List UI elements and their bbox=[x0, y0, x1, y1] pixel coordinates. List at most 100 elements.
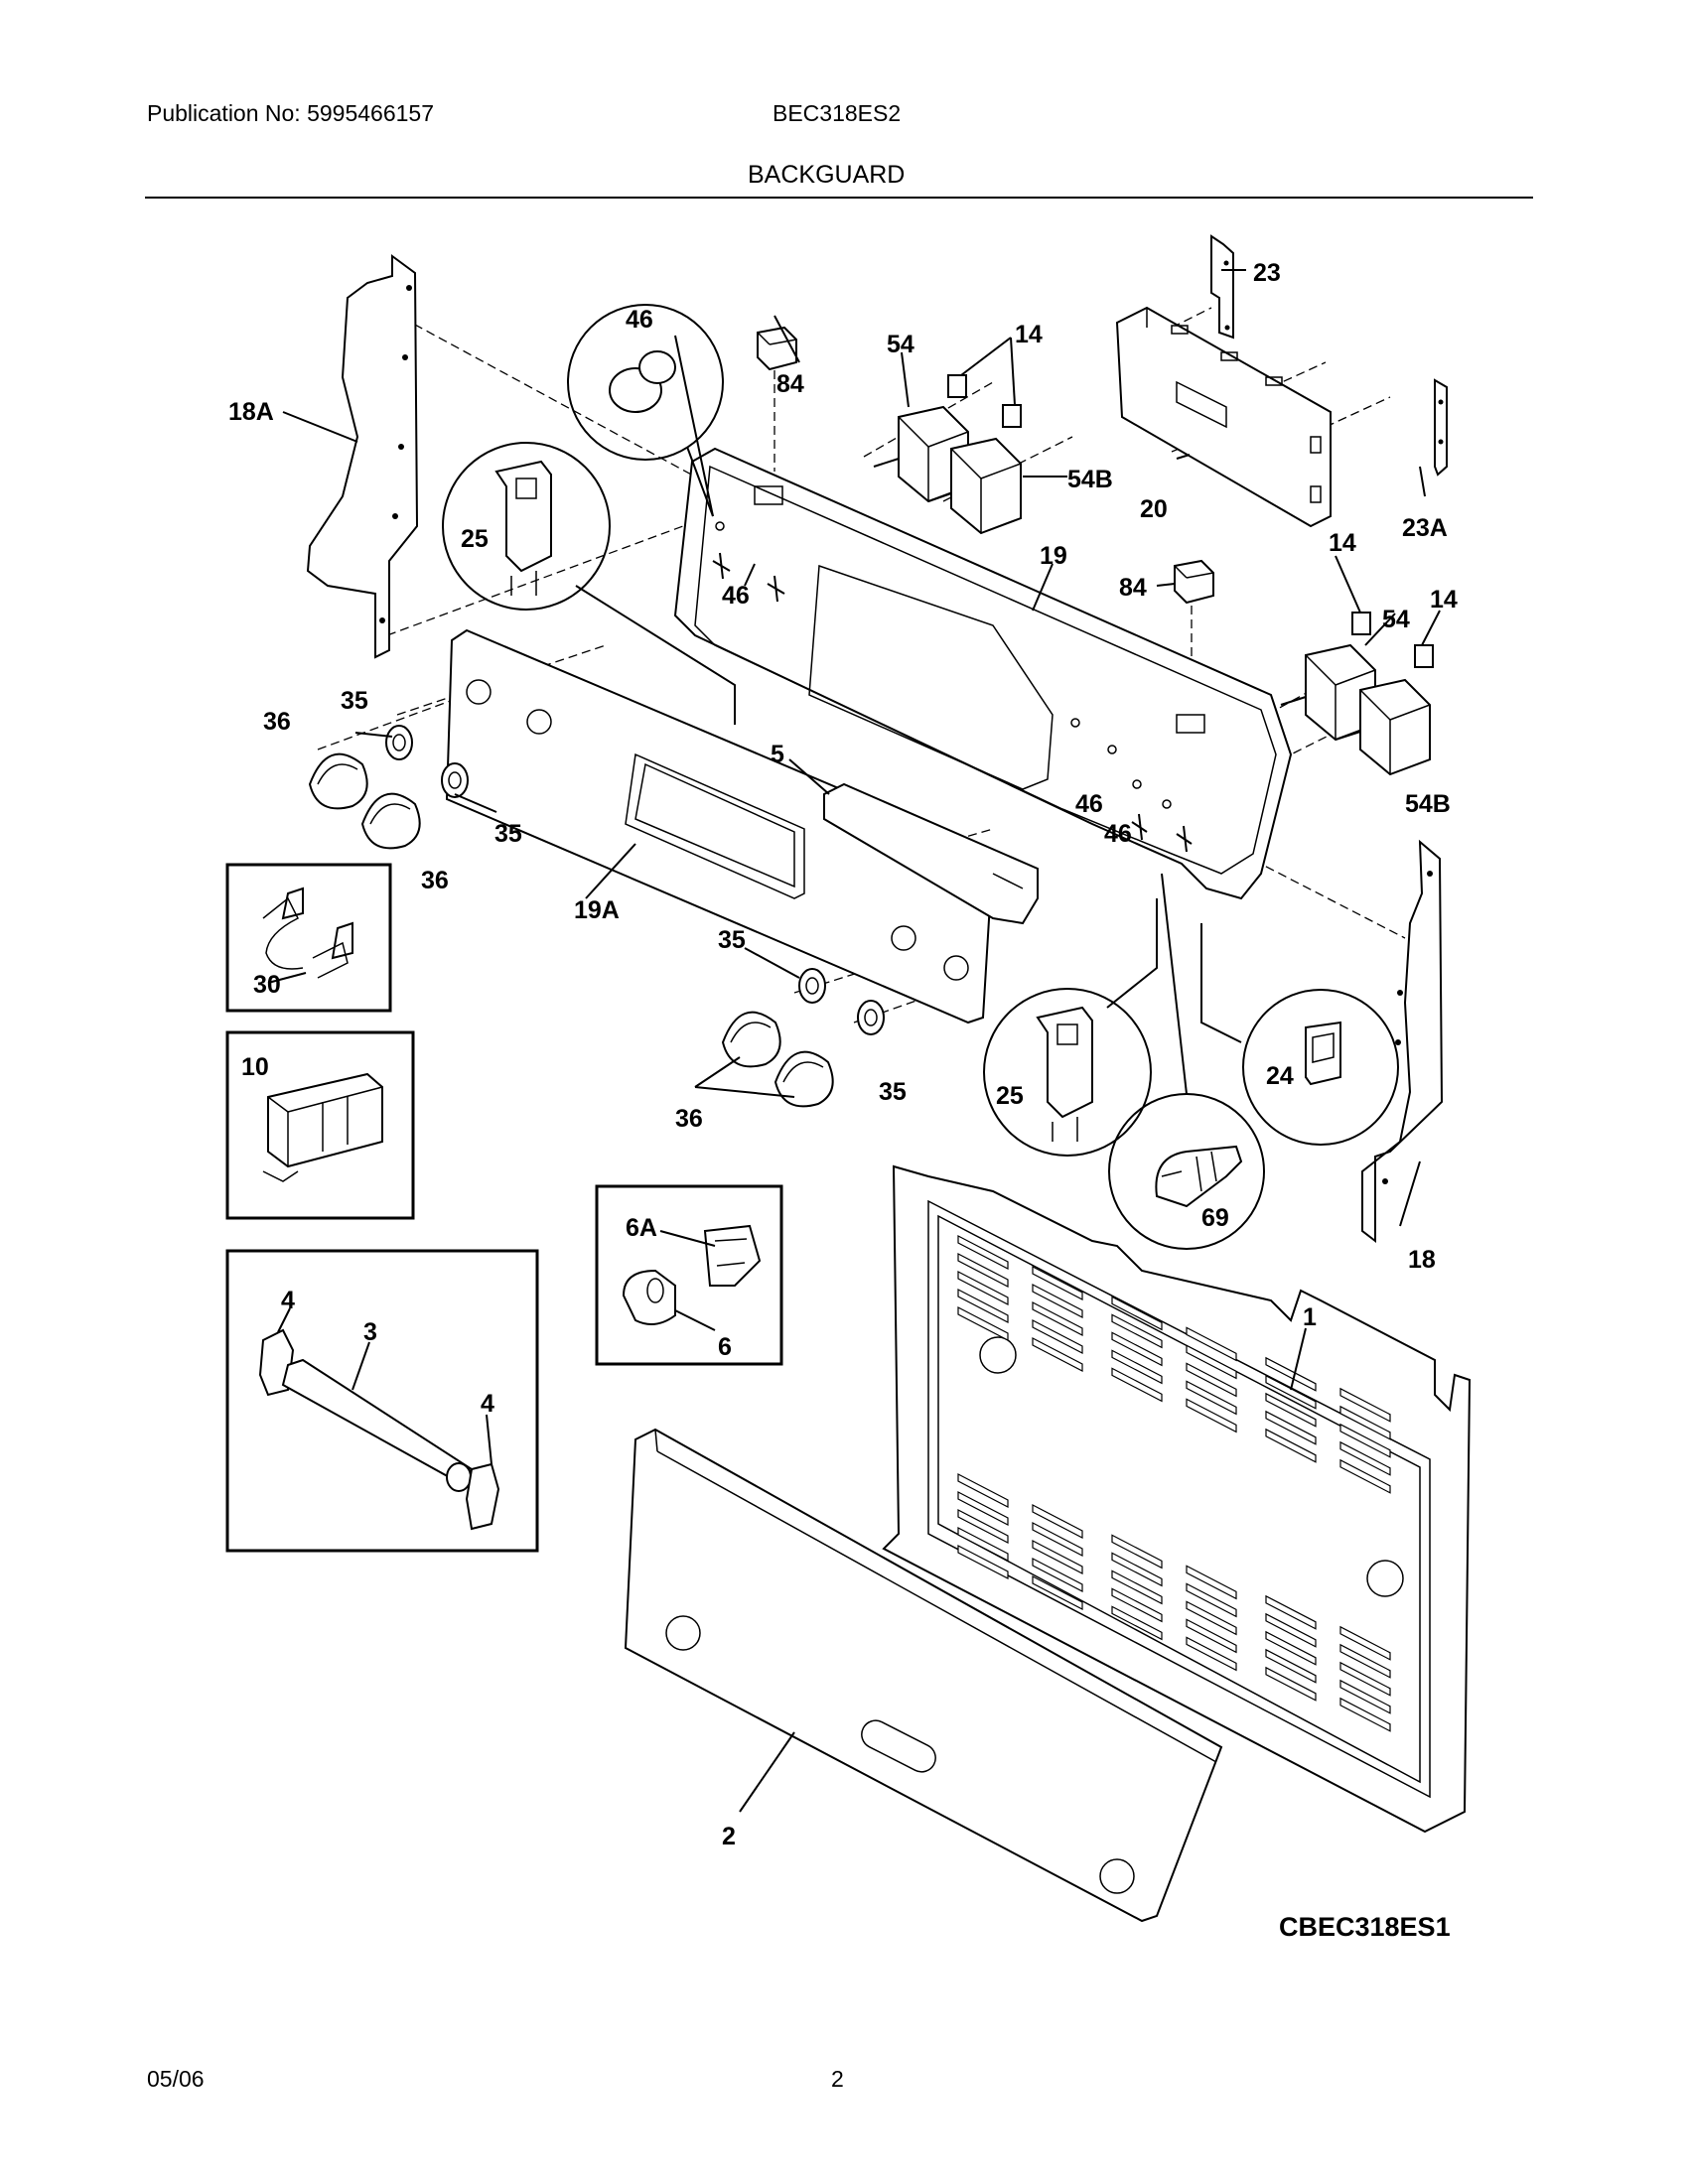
control-knobs bbox=[308, 752, 834, 1108]
rear-panel-louvers bbox=[957, 1235, 1391, 1732]
louver-slot bbox=[957, 1306, 1009, 1341]
callout-54b: 54B bbox=[1405, 790, 1451, 818]
louver-slot bbox=[957, 1545, 1009, 1579]
electronic-oven-control bbox=[1115, 306, 1332, 528]
louver-slot bbox=[1265, 1612, 1317, 1648]
callout-6: 6 bbox=[718, 1333, 732, 1361]
louver-slot bbox=[1032, 1284, 1083, 1318]
louver-slot bbox=[1111, 1331, 1163, 1367]
louver-slot bbox=[1186, 1565, 1237, 1600]
callout-54b: 54B bbox=[1067, 466, 1113, 493]
callout-23: 23 bbox=[1253, 259, 1281, 287]
louver-slot bbox=[957, 1253, 1009, 1288]
callout-36: 36 bbox=[675, 1105, 703, 1133]
louver-slot bbox=[1265, 1356, 1317, 1392]
louver-slot bbox=[1186, 1398, 1237, 1433]
callout-20: 20 bbox=[1140, 495, 1168, 523]
callout-30: 30 bbox=[253, 971, 281, 999]
lower-panel bbox=[624, 1428, 1223, 1923]
callout-35: 35 bbox=[494, 820, 522, 848]
rear-panel bbox=[882, 1164, 1472, 1834]
detail-circle-signal-light-left bbox=[442, 442, 736, 725]
louver-slot bbox=[957, 1271, 1009, 1305]
louver-slot bbox=[1032, 1266, 1083, 1300]
louver-slot bbox=[957, 1235, 1009, 1270]
callout-84: 84 bbox=[776, 370, 804, 398]
callout-18: 18 bbox=[1408, 1246, 1436, 1274]
callout-2: 2 bbox=[722, 1823, 736, 1850]
louver-slot bbox=[1032, 1522, 1083, 1557]
louver-slot bbox=[1111, 1313, 1163, 1349]
callout-4: 4 bbox=[281, 1287, 295, 1314]
detail-box-lamp-socket bbox=[595, 1184, 783, 1366]
callout-35: 35 bbox=[718, 926, 746, 954]
louver-slot bbox=[1032, 1575, 1083, 1610]
callout-24: 24 bbox=[1266, 1062, 1294, 1090]
detail-circle-rocker-switch bbox=[1200, 923, 1399, 1146]
louver-slot bbox=[1111, 1570, 1163, 1605]
louver-slot bbox=[1339, 1423, 1391, 1458]
louver-slot bbox=[1265, 1594, 1317, 1630]
detail-box-clips bbox=[225, 863, 392, 1013]
callout-25: 25 bbox=[996, 1082, 1024, 1110]
louver-slot bbox=[1339, 1387, 1391, 1423]
detail-box-ballast bbox=[225, 1030, 415, 1220]
callout-54: 54 bbox=[1382, 606, 1410, 633]
louver-slot bbox=[1339, 1661, 1391, 1697]
callout-6a: 6A bbox=[626, 1214, 657, 1242]
callout-25: 25 bbox=[461, 525, 489, 553]
footer-page-number: 2 bbox=[831, 2066, 844, 2092]
louver-slot bbox=[1265, 1666, 1317, 1702]
callout-84: 84 bbox=[1119, 574, 1147, 602]
callout-54: 54 bbox=[887, 331, 914, 358]
louver-slot bbox=[1032, 1301, 1083, 1336]
callout-5: 5 bbox=[771, 741, 784, 768]
callout-10: 10 bbox=[241, 1053, 269, 1081]
callout-69: 69 bbox=[1201, 1204, 1229, 1232]
header-rule bbox=[145, 197, 1533, 199]
louver-slot bbox=[1186, 1636, 1237, 1672]
louver-slot bbox=[1339, 1440, 1391, 1476]
callout-1: 1 bbox=[1303, 1303, 1317, 1331]
callout-46: 46 bbox=[1104, 820, 1132, 848]
callout-3: 3 bbox=[363, 1318, 377, 1346]
callout-14: 14 bbox=[1015, 321, 1043, 348]
louver-slot bbox=[1339, 1643, 1391, 1679]
louver-slot bbox=[1186, 1344, 1237, 1380]
louver-slot bbox=[1339, 1679, 1391, 1714]
louver-slot bbox=[1186, 1362, 1237, 1398]
louver-slot bbox=[1265, 1630, 1317, 1666]
model-number: BEC318ES2 bbox=[773, 100, 902, 126]
louver-slot bbox=[1186, 1582, 1237, 1618]
indicator-light-right bbox=[1174, 559, 1214, 605]
callout-46: 46 bbox=[626, 306, 653, 334]
callout-46: 46 bbox=[1075, 790, 1103, 818]
callout-36: 36 bbox=[421, 867, 449, 894]
louver-slot bbox=[1339, 1458, 1391, 1494]
callout-19a: 19A bbox=[574, 896, 620, 924]
louver-slot bbox=[1111, 1605, 1163, 1641]
callout-35: 35 bbox=[341, 687, 368, 715]
backguard-housing bbox=[673, 447, 1293, 900]
infinite-switch-right bbox=[1280, 643, 1376, 742]
louver-slot bbox=[1339, 1405, 1391, 1440]
louver-slot bbox=[1111, 1367, 1163, 1403]
louver-slot bbox=[1186, 1618, 1237, 1654]
louver-slot bbox=[1265, 1648, 1317, 1684]
louver-slot bbox=[1339, 1697, 1391, 1732]
detail-circle-signal-light-right bbox=[983, 898, 1158, 1157]
louver-slot bbox=[1111, 1534, 1163, 1570]
control-bracket-top bbox=[1210, 234, 1234, 340]
switch-terminals bbox=[947, 374, 1434, 668]
louver-slot bbox=[1111, 1552, 1163, 1587]
louver-slot bbox=[1186, 1600, 1237, 1636]
callout-14: 14 bbox=[1329, 529, 1356, 557]
louver-slot bbox=[957, 1509, 1009, 1544]
louver-slot bbox=[1111, 1296, 1163, 1331]
callout-4: 4 bbox=[481, 1390, 494, 1418]
side-bracket-left bbox=[306, 254, 419, 659]
louver-slot bbox=[1186, 1380, 1237, 1416]
louver-slot bbox=[1111, 1349, 1163, 1385]
knob-bezels bbox=[385, 725, 885, 1035]
